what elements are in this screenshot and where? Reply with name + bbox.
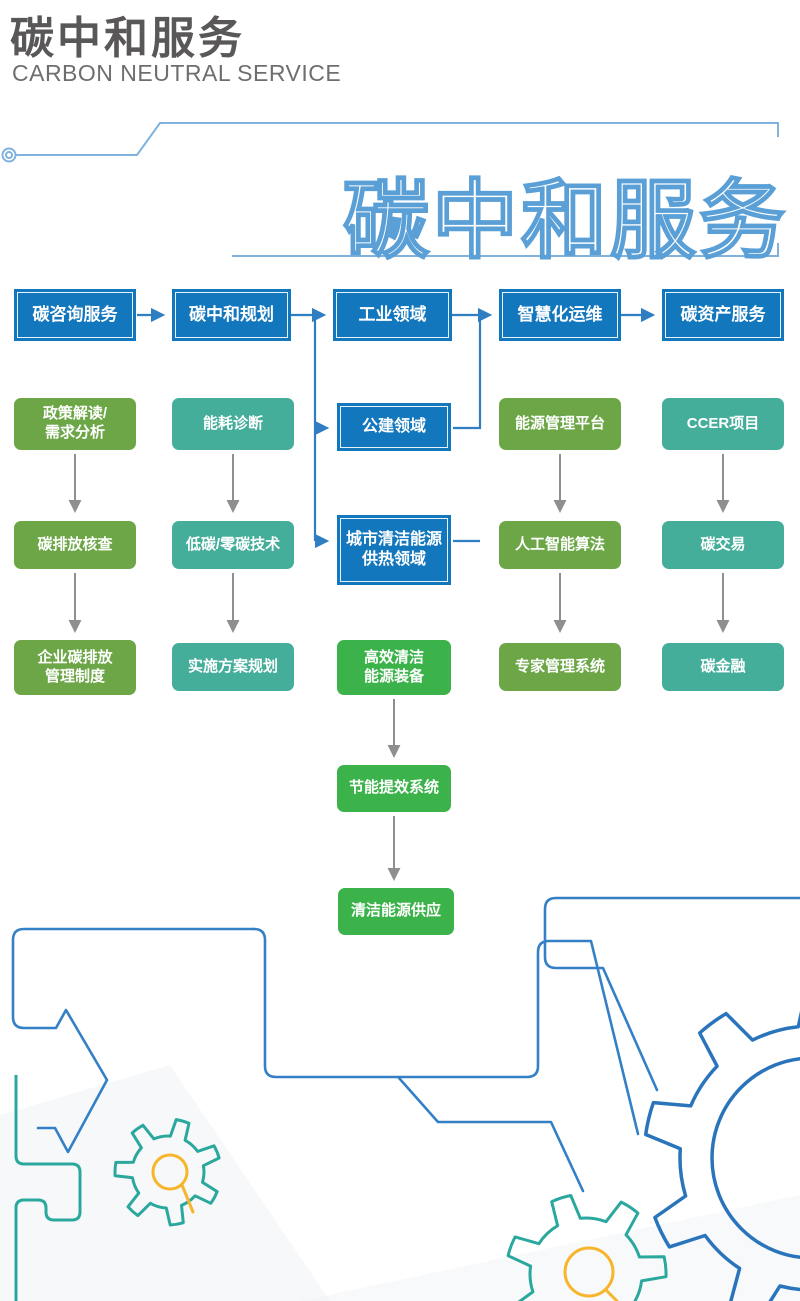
flow-box-energy-diagnosis: 能耗诊断 (172, 398, 294, 450)
flow-header-carbon-asset: 碳资产服务 (662, 289, 784, 341)
flow-header-industry: 工业领域 (333, 289, 452, 341)
flow-box-ccer-project: CCER项目 (662, 398, 784, 450)
top-decoration-lines (1, 122, 779, 257)
flow-box-ai-algorithm: 人工智能算法 (499, 521, 621, 569)
magnifier-icon (151, 1153, 195, 1214)
flow-connectors (68, 307, 730, 881)
page-subtitle: CARBON NEUTRAL SERVICE (12, 60, 342, 86)
background-wash (0, 1065, 330, 1301)
flow-box-emission-verification: 碳排放核查 (14, 521, 136, 569)
flow-header-planning: 碳中和规划 (172, 289, 291, 341)
bottom-decoration (0, 896, 800, 1301)
flow-box-management-system: 企业碳排放 管理制度 (14, 640, 136, 695)
flow-box-urban-clean-heating: 城市清洁能源 供热领域 (337, 515, 451, 585)
gear-icon (506, 1194, 668, 1301)
flow-header-consulting: 碳咨询服务 (14, 289, 136, 341)
flow-box-implementation-plan: 实施方案规划 (172, 643, 294, 691)
flow-box-clean-energy-supply: 清洁能源供应 (338, 888, 454, 935)
flow-box-expert-system: 专家管理系统 (499, 643, 621, 691)
flow-box-carbon-finance: 碳金融 (662, 643, 784, 691)
flow-box-energy-platform: 能源管理平台 (499, 398, 621, 450)
flow-box-public-building: 公建领域 (337, 403, 451, 451)
flow-header-smart-ops: 智慧化运维 (499, 289, 621, 341)
page-title: 碳中和服务 (10, 14, 245, 63)
puzzle-edge (14, 1075, 82, 1301)
watermark-title: 碳中和服务 (342, 172, 788, 270)
magnifier-icon (563, 1246, 619, 1301)
gear-icon (643, 1010, 800, 1301)
flow-box-efficiency-system: 节能提效系统 (337, 765, 451, 812)
node-circle-icon (1, 147, 17, 163)
flow-box-low-carbon-tech: 低碳/零碳技术 (172, 521, 294, 569)
circuit-arrow-outline (11, 896, 800, 1193)
flowchart: 碳咨询服务 碳中和规划 工业领域 智慧化运维 碳资产服务 政策解读/ 需求分析 … (0, 280, 800, 960)
background-wash (300, 1195, 800, 1301)
gear-magnifier-icon (113, 1118, 221, 1227)
flow-box-policy-analysis: 政策解读/ 需求分析 (14, 398, 136, 450)
node-circle-inner-icon (5, 151, 13, 159)
flow-box-carbon-trading: 碳交易 (662, 521, 784, 569)
flow-box-clean-energy-equipment: 高效清洁 能源装备 (337, 640, 451, 695)
